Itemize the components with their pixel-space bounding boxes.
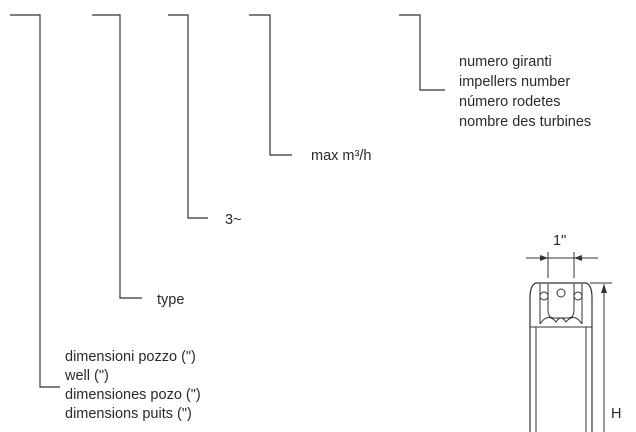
phase-label: 3~ [225, 212, 242, 228]
leader-line-impellers [399, 14, 445, 91]
pump-drawing [526, 252, 612, 432]
leader-line-flow [249, 14, 292, 156]
leader-line-well [10, 14, 60, 388]
pump-bolt-left [539, 291, 549, 301]
height-label: H [611, 406, 622, 422]
pump-head [529, 282, 593, 432]
leader-line-phase [168, 14, 208, 219]
impellers-label-es: número rodetes [459, 94, 561, 110]
type-label: type [157, 292, 185, 308]
flow-label: max m³/h [311, 148, 372, 164]
impellers-label-en: impellers number [459, 74, 571, 90]
impellers-label-fr: nombre des turbines [459, 114, 592, 130]
outlet-size-label: 1" [553, 233, 567, 249]
well-label-en: well (") [65, 368, 109, 384]
pump-shoulder [539, 317, 583, 325]
well-label-it: dimensioni pozzo (") [65, 349, 196, 365]
pump-bolt-right [573, 291, 583, 301]
well-label-fr: dimensions puits (") [65, 406, 192, 422]
pump-bolt-center [556, 288, 566, 298]
leader-line-type [92, 14, 142, 299]
impellers-label-it: numero giranti [459, 54, 552, 70]
well-label-es: dimensiones pozo (") [65, 387, 201, 403]
outlet-arrow-left [540, 255, 548, 261]
outlet-arrow-right [574, 255, 582, 261]
height-arrow-top [601, 284, 607, 293]
